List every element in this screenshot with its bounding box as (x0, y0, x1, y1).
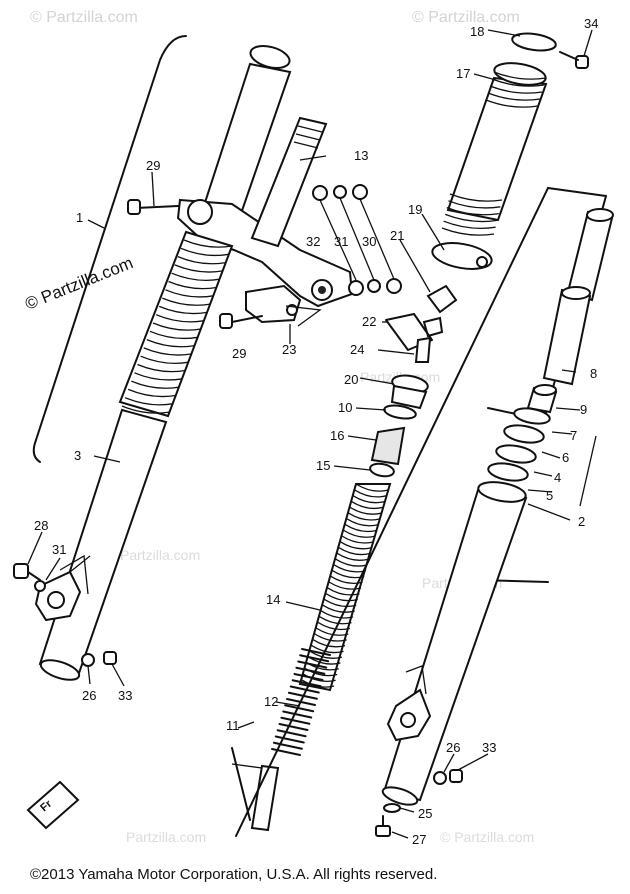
washer-31-low (367, 279, 381, 293)
outer-tube-right-2 (381, 481, 528, 806)
callout-33-right: 33 (482, 740, 496, 755)
front-direction-icon: Fr (26, 780, 80, 830)
cap-21 (426, 284, 458, 314)
callout-22: 22 (362, 314, 376, 329)
callout-8: 8 (590, 366, 597, 381)
clip-4 (495, 444, 537, 464)
callout-10: 10 (338, 400, 352, 415)
callout-32: 32 (306, 234, 320, 249)
bolt-24 (414, 336, 432, 363)
bushing-9 (526, 384, 558, 414)
callout-25: 25 (418, 806, 432, 821)
bolt-29-upper (127, 199, 179, 215)
bracket-11 (231, 747, 251, 821)
washer-31-top (333, 185, 347, 199)
group-bracket-1 (32, 35, 187, 463)
callout-15: 15 (316, 458, 330, 473)
callout-14: 14 (266, 592, 280, 607)
bolt-34 (559, 51, 589, 69)
long-bracket-line (235, 187, 549, 837)
rod-11 (250, 764, 280, 832)
callout-30: 30 (362, 234, 376, 249)
copyright-footer: ©2013 Yamaha Motor Corporation, U.S.A. A… (30, 866, 438, 883)
callout-31-left: 31 (52, 542, 66, 557)
callout-9: 9 (580, 402, 587, 417)
leader-lines (27, 29, 597, 839)
guide-19 (431, 242, 493, 270)
callout-5: 5 (546, 488, 553, 503)
watermark-top-right: © Partzilla.com (412, 9, 520, 26)
bolt-29-lower (219, 313, 263, 329)
callout-12: 12 (264, 694, 278, 709)
nut-30-low (386, 278, 402, 294)
callout-24: 24 (350, 342, 364, 357)
callout-27: 27 (412, 832, 426, 847)
washer-32-top (312, 185, 328, 201)
inner-tube-right (566, 208, 614, 302)
callout-4: 4 (554, 470, 561, 485)
axle-holder-right (386, 665, 432, 742)
callout-29-lower: 29 (232, 346, 246, 361)
drain-bolt-27 (375, 815, 391, 837)
callout-26-left: 26 (82, 688, 96, 703)
callout-33-left: 33 (118, 688, 132, 703)
callout-6: 6 (562, 450, 569, 465)
callout-31-top: 31 (334, 234, 348, 249)
seat-15 (369, 462, 395, 478)
callout-3: 3 (74, 448, 81, 463)
cover-17 (441, 62, 548, 236)
seal-5 (487, 462, 529, 482)
callout-18: 18 (470, 24, 484, 39)
watermark-left-middle: © Partzilla.com (22, 253, 135, 314)
nut-30-top (352, 184, 368, 200)
fork-boot-left (118, 230, 234, 418)
watermark-mid-2: Partzilla.com (120, 547, 200, 563)
watermark-bottom-left: Partzilla.com (126, 829, 206, 845)
callout-17: 17 (456, 66, 470, 81)
callout-21: 21 (390, 228, 404, 243)
bracket-22 (385, 313, 433, 351)
damper-rod-20 (390, 374, 429, 410)
ring-10 (383, 404, 417, 420)
callout-23: 23 (282, 342, 296, 357)
washer-31-left (34, 580, 46, 592)
steering-stem (250, 116, 328, 248)
spacer-16 (370, 426, 406, 466)
watermark-top-left: © Partzilla.com (30, 9, 138, 26)
plate-18 (511, 32, 557, 52)
callout-13: 13 (354, 148, 368, 163)
outer-tube-sleeve-8 (542, 286, 592, 386)
washer-7 (513, 407, 551, 425)
holder-23 (245, 284, 322, 327)
washer-32-low (348, 280, 364, 296)
washer-25 (383, 803, 401, 813)
seal-6 (503, 424, 545, 444)
callout-7: 7 (570, 428, 577, 443)
callout-19: 19 (408, 202, 422, 217)
callout-20: 20 (344, 372, 358, 387)
callout-28: 28 (34, 518, 48, 533)
callout-29-upper: 29 (146, 158, 160, 173)
washer-26-left (81, 653, 95, 667)
bolt-33-right (449, 769, 463, 783)
spring-14 (298, 483, 392, 692)
callout-16: 16 (330, 428, 344, 443)
callout-2: 2 (578, 514, 585, 529)
bolt-33-left (103, 651, 117, 665)
callout-1: 1 (76, 210, 83, 225)
watermark-bottom-right: © Partzilla.com (440, 829, 534, 845)
bolt-28 (13, 563, 41, 581)
leader-1 (87, 219, 105, 229)
axle-holder-left (34, 554, 91, 622)
callout-34: 34 (584, 16, 598, 31)
washer-26-right (433, 771, 447, 785)
callout-26-right: 26 (446, 740, 460, 755)
callout-11: 11 (226, 718, 240, 733)
